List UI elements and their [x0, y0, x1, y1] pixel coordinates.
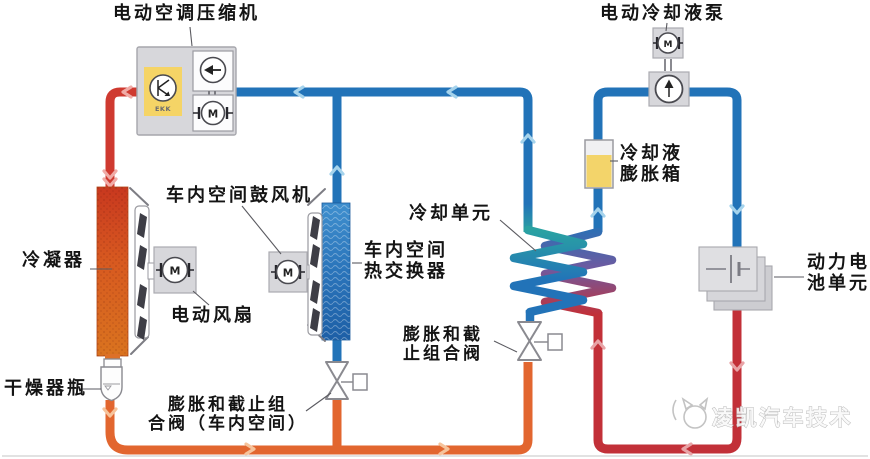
motor-letter-icon: M: [664, 40, 673, 50]
flow-arrows: [102, 85, 745, 456]
fan-blades-icon: [137, 213, 147, 340]
label-line: 动力电: [807, 252, 870, 273]
label-line: 车内空间: [364, 240, 448, 261]
condenser-fan: [129, 187, 156, 355]
label-line: 池单元: [807, 273, 870, 294]
cooling-unit-label: 冷却单元: [409, 203, 493, 224]
ac-compressor: EKK M: [136, 46, 237, 136]
label-line: 膨胀和截止组: [168, 395, 288, 415]
receiver-drier-bottle: [100, 358, 123, 402]
coolant-pump-label: 电动冷却液泵: [600, 3, 726, 24]
motor-letter-icon: M: [283, 268, 293, 280]
condenser: [96, 186, 129, 364]
cabin-expansion-valve: [325, 361, 368, 400]
motor-letter-icon: M: [170, 265, 181, 278]
label-line: 热交换器: [364, 261, 448, 282]
pump-symbol-icon: [664, 79, 674, 88]
condenser-label: 冷凝器: [22, 250, 85, 271]
label-line: 膨胀和截: [403, 325, 483, 345]
battery-symbol-icon: [706, 255, 750, 283]
cat-logo-icon: [672, 396, 709, 429]
label-line: 冷却液: [620, 143, 683, 164]
fan-blades-icon: [310, 216, 320, 332]
coolant-expansion-tank: [584, 139, 614, 189]
cabin-blower-motor: M: [268, 251, 308, 293]
motor-letter-icon: M: [208, 109, 218, 121]
label-line: 合阀（车内空间）: [148, 413, 308, 434]
valve-actuator: [352, 373, 368, 391]
cabin-valve-label: 膨胀和截止组 合阀（车内空间）: [136, 396, 320, 433]
pipe-refrigerant-discharge: [105, 87, 137, 187]
condenser-fan-motor: M: [153, 246, 197, 294]
label-line: 膨胀箱: [620, 164, 683, 185]
coolant-pump: M: [648, 27, 690, 107]
power-battery-label: 动力电 池单元: [807, 252, 870, 294]
expansion-tank-label: 冷却液 膨胀箱: [620, 143, 683, 185]
compressor-unit-text: EKK: [155, 105, 171, 113]
compressor-label: 电动空调压缩机: [113, 3, 260, 24]
watermark: 凌凯汽车技术: [672, 396, 853, 430]
pipe-refrigerant-suction: [236, 87, 533, 363]
pointer-lines: [80, 22, 804, 412]
electric-fan-label: 电动风扇: [171, 305, 255, 326]
chiller-valve-label: 膨胀和截 止组合阀: [403, 326, 483, 363]
cabin-blower-label: 车内空间鼓风机: [166, 185, 313, 206]
cabin-heat-exchanger-label: 车内空间 热交换器: [364, 240, 448, 282]
coupling-icon: [664, 59, 672, 71]
chiller-expansion-valve: [517, 321, 563, 361]
cabin-heat-exchanger: [321, 202, 351, 341]
pipe-coolant-hot: [593, 280, 742, 454]
valve-actuator: [547, 333, 563, 351]
pipe-refrigerant-liquid: [105, 362, 533, 455]
watermark-text: 凌凯汽车技术: [712, 406, 853, 430]
compressor-symbol-icon: [157, 79, 170, 96]
power-battery-unit: [698, 246, 773, 311]
receiver-drier-label: 干燥器瓶: [4, 378, 88, 399]
label-line: 止组合阀: [403, 343, 483, 364]
